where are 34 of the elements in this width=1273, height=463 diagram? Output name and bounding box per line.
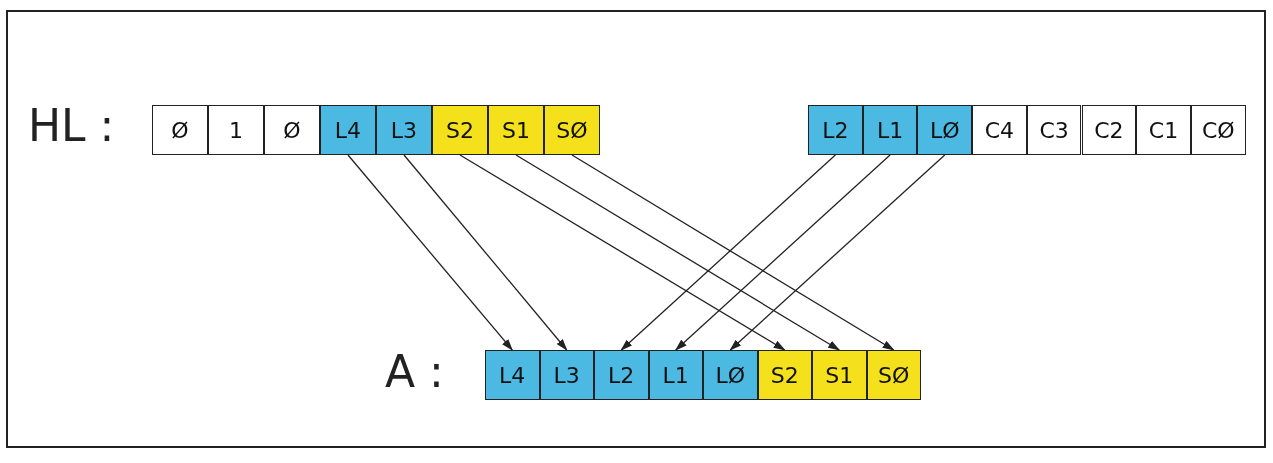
bit-cell: 1	[208, 105, 264, 155]
arrow	[620, 154, 836, 351]
arrow	[403, 154, 568, 351]
bit-cell: L2	[594, 350, 649, 400]
bit-cell: CØ	[1190, 105, 1246, 155]
arrow	[515, 154, 841, 351]
bit-cell: L1	[862, 105, 918, 155]
bit-cell: S2	[432, 105, 488, 155]
bit-cell: S2	[757, 350, 812, 400]
bit-cell: Ø	[264, 105, 320, 155]
bit-cell: S1	[488, 105, 544, 155]
bit-cell: C4	[972, 105, 1027, 155]
arrow	[729, 154, 946, 351]
bit-cell: Ø	[152, 105, 208, 155]
arrow	[675, 154, 891, 351]
bit-cell: S1	[812, 350, 867, 400]
bit-cell: C1	[1136, 105, 1191, 155]
arrow	[459, 154, 786, 351]
bit-cell: L2	[808, 105, 863, 155]
bit-cell: SØ	[866, 350, 921, 400]
register-label: A :	[385, 346, 444, 397]
bit-cell: L3	[539, 350, 594, 400]
bit-cell: L4	[485, 350, 540, 400]
bit-cell: L4	[320, 105, 376, 155]
bit-cell: C3	[1026, 105, 1082, 155]
bit-cell: L3	[376, 105, 432, 155]
bit-cell: SØ	[544, 105, 600, 155]
register-label: HL :	[28, 100, 115, 151]
arrow	[571, 154, 895, 351]
bit-cell: C2	[1081, 105, 1137, 155]
arrow	[347, 154, 513, 351]
bit-cell: L1	[648, 350, 703, 400]
bit-cell: LØ	[703, 350, 758, 400]
bit-cell: LØ	[917, 105, 973, 155]
